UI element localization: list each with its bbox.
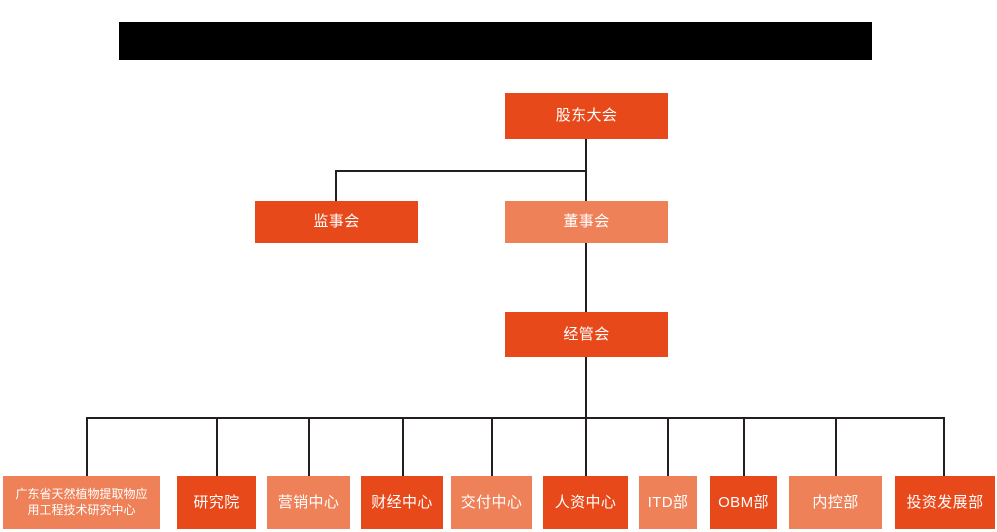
node-itd-dept[interactable]: ITD部 xyxy=(639,476,697,529)
node-marketing-center[interactable]: 营销中心 xyxy=(267,476,350,529)
node-management[interactable]: 经管会 xyxy=(505,312,668,357)
node-hr-center[interactable]: 人资中心 xyxy=(543,476,628,529)
node-management-label: 经管会 xyxy=(563,325,610,343)
node-shareholders[interactable]: 股东大会 xyxy=(505,93,668,139)
node-marketing-center-label: 营销中心 xyxy=(277,493,340,511)
connector-to-itd-dept xyxy=(667,417,669,476)
connector-to-directors xyxy=(585,170,587,201)
node-internal-control-dept-label: 内控部 xyxy=(812,493,859,511)
node-supervisors[interactable]: 监事会 xyxy=(255,201,418,243)
connector-to-marketing-center xyxy=(308,417,310,476)
redacted-title-bar xyxy=(119,22,872,60)
node-directors[interactable]: 董事会 xyxy=(505,201,668,243)
node-itd-dept-label: ITD部 xyxy=(647,493,689,511)
connector-level1-bus xyxy=(335,170,586,172)
node-finance-center-label: 财经中心 xyxy=(371,493,433,511)
node-delivery-center-label: 交付中心 xyxy=(460,493,523,511)
connector-to-institute xyxy=(216,417,218,476)
node-hr-center-label: 人资中心 xyxy=(554,493,617,511)
node-delivery-center[interactable]: 交付中心 xyxy=(451,476,532,529)
connector-to-delivery-center xyxy=(491,417,493,476)
connector-shareholders-down xyxy=(585,139,587,172)
connector-to-investment-development-dept xyxy=(943,417,945,476)
node-research-center[interactable]: 广东省天然植物提取物应 用工程技术研究中心 xyxy=(3,476,160,529)
node-finance-center[interactable]: 财经中心 xyxy=(361,476,443,529)
node-obm-dept-label: OBM部 xyxy=(718,493,769,511)
node-institute[interactable]: 研究院 xyxy=(177,476,256,529)
connector-directors-to-management xyxy=(585,243,587,313)
connector-to-internal-control-dept xyxy=(835,417,837,476)
connector-to-research-center xyxy=(86,417,88,476)
connector-departments-bus xyxy=(86,417,944,419)
node-internal-control-dept[interactable]: 内控部 xyxy=(789,476,882,529)
node-investment-development-dept-label: 投资发展部 xyxy=(906,493,984,511)
node-directors-label: 董事会 xyxy=(563,213,610,231)
connector-to-supervisors xyxy=(335,170,337,201)
connector-to-hr-center xyxy=(585,417,587,476)
node-research-center-label: 广东省天然植物提取物应 用工程技术研究中心 xyxy=(15,487,148,517)
node-shareholders-label: 股东大会 xyxy=(555,107,618,125)
node-institute-label: 研究院 xyxy=(193,493,240,511)
connector-to-finance-center xyxy=(402,417,404,476)
node-supervisors-label: 监事会 xyxy=(313,213,360,231)
connector-to-obm-dept xyxy=(743,417,745,476)
node-obm-dept[interactable]: OBM部 xyxy=(710,476,777,529)
connector-management-down xyxy=(585,357,587,418)
node-investment-development-dept[interactable]: 投资发展部 xyxy=(895,476,995,529)
